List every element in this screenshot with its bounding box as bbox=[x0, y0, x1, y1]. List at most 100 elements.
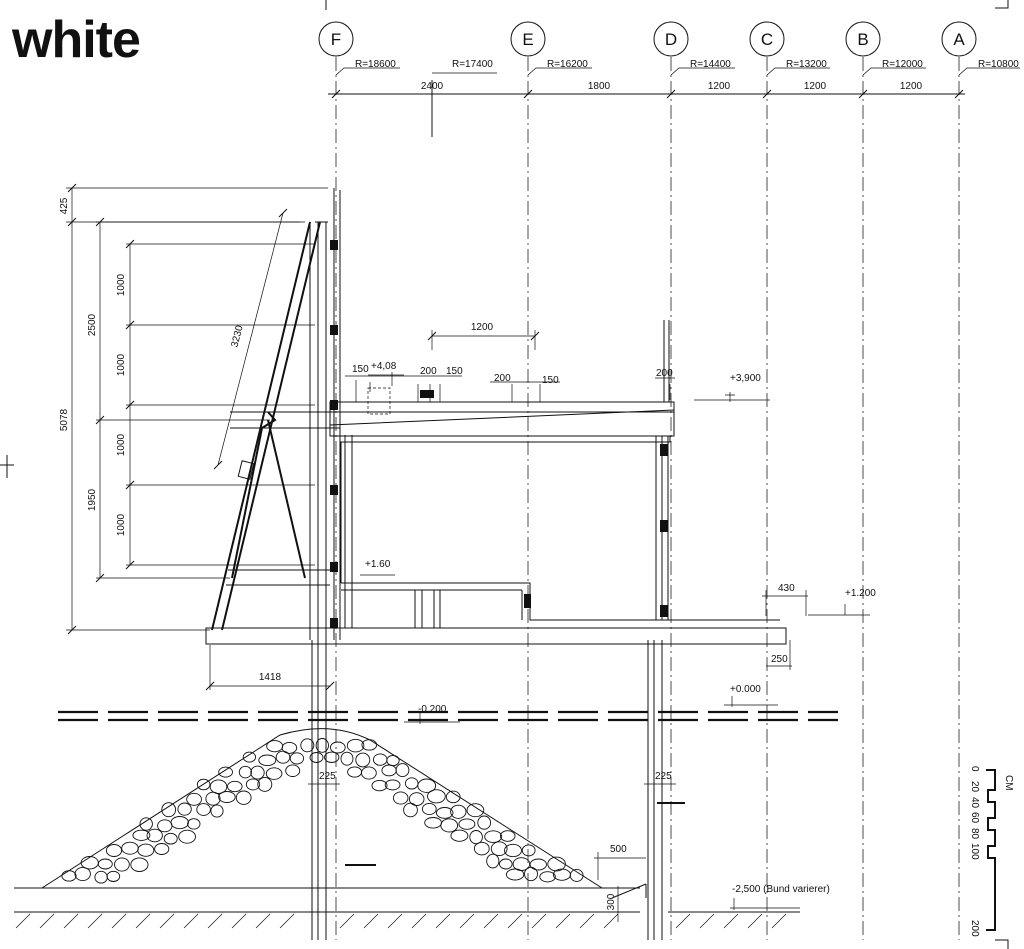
scale-tick-40: 40 bbox=[969, 797, 980, 809]
dim-150-b: 150 bbox=[446, 366, 463, 377]
grid-letter-d: D bbox=[665, 30, 677, 49]
dim-1950: 1950 bbox=[87, 488, 98, 511]
radius-a: R=12000 bbox=[882, 59, 923, 70]
rubble-stone bbox=[132, 829, 151, 841]
dim-1000-c: 1000 bbox=[116, 433, 127, 456]
lower-dimensions: 430 250 225 225 500 300 bbox=[308, 583, 808, 922]
rubble-stone bbox=[161, 802, 177, 818]
rubble-stone bbox=[309, 752, 324, 763]
dim-150-a: 150 bbox=[352, 364, 369, 375]
rubble-stone bbox=[381, 764, 397, 777]
rubble-stone bbox=[324, 751, 340, 763]
rubble-stone bbox=[186, 792, 202, 806]
rubble-stone bbox=[315, 738, 329, 753]
scale-tick-200: 200 bbox=[969, 920, 980, 937]
scale-tick-60: 60 bbox=[969, 812, 980, 824]
rubble-stone bbox=[209, 779, 228, 794]
rubble-stone bbox=[499, 858, 513, 870]
upper-dimensions: 1200 150 200 150 200 150 200 +4,08 bbox=[345, 322, 675, 386]
rubble-stone bbox=[218, 766, 233, 778]
rubble-stone bbox=[245, 778, 261, 791]
radius-b: R=13200 bbox=[786, 59, 827, 70]
water-level bbox=[58, 710, 838, 722]
level-minus-2500: -2,500 (Bund varierer) bbox=[732, 884, 830, 895]
grid-circle-c bbox=[749, 21, 785, 57]
rubble-stone bbox=[146, 828, 163, 843]
rubble-stone bbox=[61, 870, 77, 882]
rubble-stone bbox=[187, 818, 201, 830]
rubble-stone bbox=[196, 778, 211, 791]
rubble-stone bbox=[218, 791, 236, 803]
rubble-stone bbox=[329, 741, 346, 754]
scale-tick-80: 80 bbox=[969, 828, 980, 840]
rubble-stone bbox=[404, 777, 419, 790]
rubble-stone bbox=[524, 866, 538, 882]
rubble-stone bbox=[403, 802, 418, 818]
rubble-stone bbox=[163, 832, 178, 845]
grid-letter-a: A bbox=[953, 30, 965, 49]
rubble-stone bbox=[427, 789, 446, 804]
rubble-stone bbox=[529, 858, 547, 871]
grid-letter-b: B bbox=[857, 30, 868, 49]
rubble-stone bbox=[552, 868, 571, 881]
rubble-stone bbox=[346, 738, 365, 753]
rubble-stone bbox=[371, 779, 388, 792]
rubble-stone bbox=[97, 858, 113, 870]
grid-circle-b bbox=[845, 21, 881, 57]
rubble-stone bbox=[205, 791, 221, 806]
dim-2500: 2500 bbox=[87, 313, 98, 336]
rubble-stone bbox=[539, 871, 556, 883]
white-logo: white bbox=[11, 11, 140, 69]
rubble-stone bbox=[265, 767, 283, 780]
tribune-frame bbox=[205, 188, 787, 940]
rubble-stone bbox=[424, 817, 442, 829]
spacing-c-b: 1200 bbox=[804, 81, 827, 92]
rubble-stone bbox=[275, 750, 291, 764]
dim-1000-d: 1000 bbox=[116, 513, 127, 536]
radius-extra: R=10800 bbox=[978, 59, 1019, 70]
rubble-stone bbox=[466, 803, 485, 818]
rubble-stone bbox=[250, 765, 265, 780]
rubble-stone bbox=[210, 804, 224, 818]
rubble-stone bbox=[384, 779, 401, 791]
grid-letter-c: C bbox=[761, 30, 773, 49]
dim-150-c: 150 bbox=[542, 375, 559, 386]
rubble-stone bbox=[114, 857, 130, 872]
dim-250: 250 bbox=[771, 654, 788, 665]
rubble-stone bbox=[238, 765, 252, 779]
scale-bar: CM 0 20 40 60 80 100 200 bbox=[969, 766, 1014, 937]
stone-embankment bbox=[41, 728, 603, 889]
dim-200-c: 200 bbox=[656, 368, 673, 379]
dim-225-right: 225 bbox=[655, 771, 672, 782]
dim-1200-upper: 1200 bbox=[471, 322, 494, 333]
rubble-stone bbox=[395, 763, 410, 778]
dim-300: 300 bbox=[606, 893, 617, 910]
dim-5078: 5078 bbox=[59, 408, 70, 431]
upper-module bbox=[329, 320, 675, 620]
left-dimensions: 425 5078 2500 1950 1000 1000 1000 1000 3… bbox=[59, 183, 335, 691]
rubble-stone bbox=[473, 841, 490, 856]
level-1200: +1.200 bbox=[845, 588, 876, 599]
level-408: +4,08 bbox=[371, 361, 397, 372]
rubble-stone bbox=[289, 752, 305, 765]
radius-labels: R=18600 R=17400 R=16200 R=14400 R=13200 … bbox=[335, 59, 1020, 76]
embankment-stones bbox=[61, 738, 584, 884]
scale-unit: CM bbox=[1003, 775, 1014, 791]
spacing-e-d: 1800 bbox=[588, 81, 611, 92]
rubble-stone bbox=[74, 866, 91, 882]
rubble-stone bbox=[499, 830, 516, 842]
rubble-stone bbox=[361, 739, 378, 751]
rubble-stone bbox=[484, 830, 503, 843]
spacing-b-a: 1200 bbox=[900, 81, 923, 92]
radius-d: R=16200 bbox=[547, 59, 588, 70]
rubble-stone bbox=[361, 766, 377, 780]
rubble-stone bbox=[94, 870, 108, 884]
dim-1000-b: 1000 bbox=[116, 353, 127, 376]
rubble-stone bbox=[154, 843, 170, 855]
level-0000: +0.000 bbox=[730, 684, 761, 695]
radius-c: R=14400 bbox=[690, 59, 731, 70]
rubble-stone bbox=[440, 818, 459, 833]
scale-tick-0: 0 bbox=[969, 766, 980, 772]
